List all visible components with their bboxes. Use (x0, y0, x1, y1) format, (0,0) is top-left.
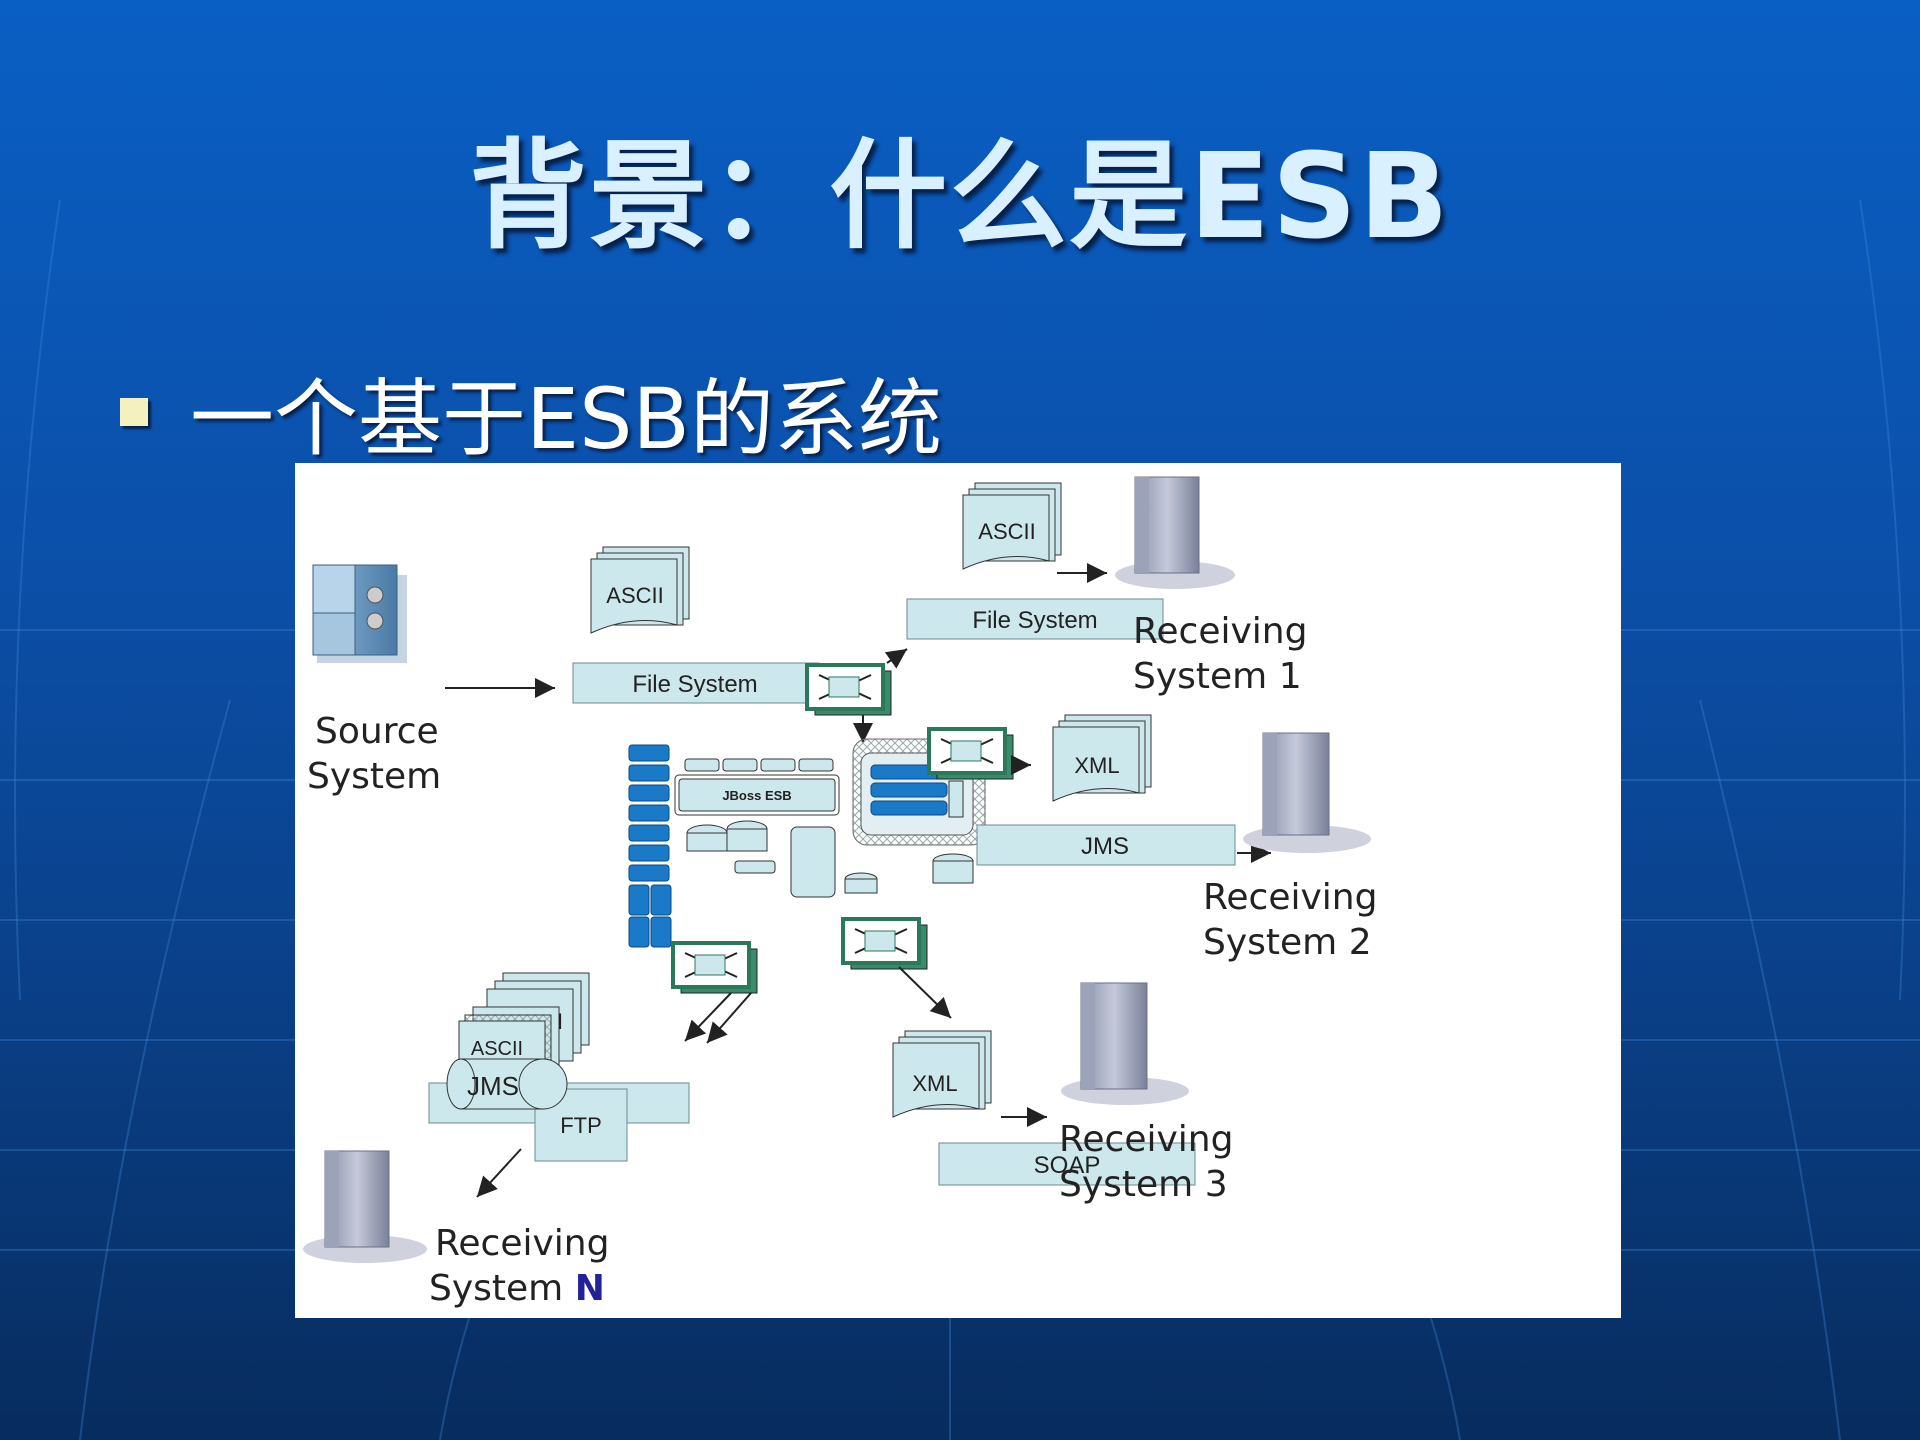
server-icon-n (303, 1150, 427, 1263)
transformer-icon-4 (671, 941, 758, 994)
jms-cylinder-icon (446, 1058, 568, 1110)
receiving-system-3-label-2: System 3 (1059, 1164, 1228, 1205)
transformer-icon-3 (841, 917, 928, 970)
system-word-n: System (429, 1268, 563, 1309)
jms-box-1 (976, 824, 1236, 866)
receiving-system-1-number: 1 (1279, 656, 1302, 697)
soap-label: SOAP (1034, 1152, 1101, 1179)
receiving-system-2-label-2: System 2 (1203, 922, 1372, 963)
server-icon-1 (1115, 476, 1235, 589)
system-word-3: System (1059, 1164, 1193, 1205)
system-word-2: System (1203, 922, 1337, 963)
esb-bus-icon (628, 738, 986, 948)
system-word-1: System (1133, 656, 1267, 697)
receiving-system-n-label-2: System N (429, 1268, 605, 1309)
receiving-system-2-label-1: Receiving (1203, 877, 1377, 918)
ascii-label-3: ASCII (471, 1038, 523, 1060)
ascii-document-stack-1 (590, 546, 690, 634)
source-system-icon (312, 564, 407, 663)
ascii-partial-label: I (557, 1009, 563, 1034)
ascii-document-stack-2 (962, 482, 1062, 570)
receiving-system-3-label-1: Receiving (1059, 1119, 1233, 1160)
file-system-box-1 (572, 662, 820, 704)
file-system-label-1: File System (632, 671, 757, 698)
ascii-label-1: ASCII (606, 583, 663, 608)
receiving-system-2-number: 2 (1349, 922, 1372, 963)
server-icon-2 (1243, 732, 1371, 853)
file-system-label-2: File System (972, 607, 1097, 634)
bullet-marker (120, 398, 148, 426)
xml-document-stack-1 (1052, 714, 1152, 802)
file-system-box-2 (906, 598, 1164, 640)
ftp-label: FTP (560, 1113, 602, 1138)
xml-label-1: XML (1074, 753, 1119, 778)
source-system-label-2: System (307, 756, 441, 797)
server-icon-3 (1061, 982, 1189, 1105)
esb-label: JBoss ESB (722, 788, 791, 803)
transformer-icon-2 (927, 727, 1014, 780)
bullet-text: 一个基于ESB的系统 (190, 370, 943, 468)
receiving-system-1-label-1: Receiving (1133, 611, 1307, 652)
xml-label-2: XML (912, 1071, 957, 1096)
slide-title: 背景：什么是ESB (469, 127, 1451, 265)
xml-document-stack-2 (892, 1030, 992, 1118)
soap-box (938, 1142, 1196, 1186)
source-system-label-1: Source (315, 711, 439, 752)
receiving-system-n-label-1: Receiving (435, 1223, 609, 1264)
jms-label-2: JMS (467, 1071, 519, 1101)
transformer-icon-1 (805, 663, 892, 716)
receiving-system-3-number: 3 (1205, 1164, 1228, 1205)
jms-label-1: JMS (1081, 833, 1129, 860)
receiving-system-n-number: N (575, 1268, 605, 1309)
esb-diagram: Source System ASCII File System ASCII Fi… (295, 463, 1621, 1318)
receiving-system-1-label-2: System 1 (1133, 656, 1302, 697)
ascii-label-2: ASCII (978, 519, 1035, 544)
